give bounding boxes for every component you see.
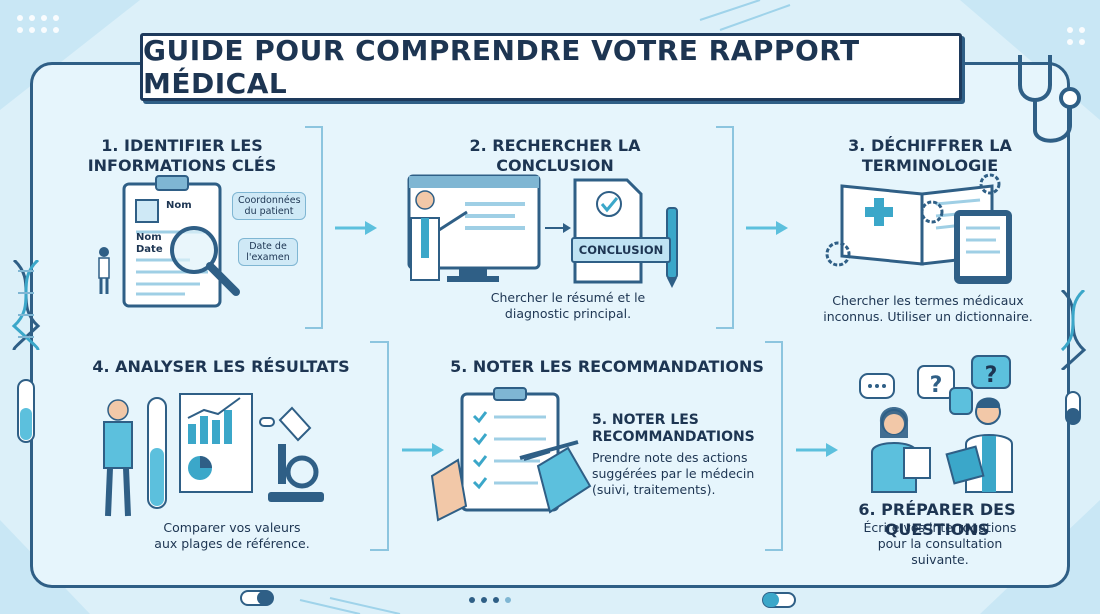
results-analysis-illustration	[103, 393, 324, 517]
tag-coordonnees: Coordonnées du patient	[232, 192, 306, 220]
pill-icon-bottom	[240, 590, 274, 606]
test-tube-icon	[17, 379, 35, 443]
checklist-illustration	[430, 387, 592, 522]
title-banner: GUIDE POUR COMPRENDRE VOTRE RAPPORT MÉDI…	[140, 33, 962, 101]
step-3-description: Chercher les termes médicaux inconnus. U…	[823, 293, 1033, 324]
pill-icon	[1065, 391, 1081, 425]
step-1-title: 1. IDENTIFIER LES INFORMATIONS CLÉS	[87, 136, 277, 175]
label-nom-2: Nom	[136, 232, 162, 243]
monitor-doctor-illustration	[407, 174, 678, 288]
label-date: Date	[136, 244, 163, 255]
step-2-title: 2. RECHERCHER LA CONCLUSION	[469, 136, 641, 175]
bottom-dots	[469, 597, 511, 603]
pill-icon-bottom-right	[762, 592, 796, 608]
step-2-description: Chercher le résumé et le diagnostic prin…	[490, 290, 646, 321]
step-4-title: 4. ANALYSER LES RÉSULTATS	[92, 357, 350, 376]
dna-icon	[11, 260, 41, 350]
stethoscope-icon	[1018, 55, 1081, 143]
step-5-description: Prendre note des actions suggérées par l…	[592, 450, 755, 497]
svg-text:?: ?	[930, 373, 943, 398]
step-6-description: Écrire vos interrogations pour la consul…	[863, 520, 1017, 567]
svg-text:?: ?	[985, 363, 998, 388]
tag-date-examen: Date de l'examen	[238, 238, 298, 266]
step-3-title: 3. DÉCHIFFRER LA TERMINOLOGIE	[848, 136, 1012, 175]
step-5-title: 5. NOTER LES RECOMMANDATIONS	[450, 357, 764, 376]
book-tablet-illustration	[825, 173, 1012, 284]
consultation-illustration: ? ?	[859, 355, 1013, 493]
label-nom: Nom	[166, 200, 192, 211]
step-5-subtitle: 5. NOTER LES RECOMMANDATIONS	[592, 412, 755, 445]
clipboard-illustration	[98, 175, 240, 308]
dna-icon-right	[1060, 290, 1087, 370]
step-6-title: 6. PRÉPARER DES QUESTIONS	[858, 500, 1016, 539]
page-title: GUIDE POUR COMPRENDRE VOTRE RAPPORT MÉDI…	[143, 34, 860, 100]
conclusion-badge: CONCLUSION	[571, 237, 671, 263]
step-4-description: Comparer vos valeurs aux plages de référ…	[154, 520, 310, 551]
